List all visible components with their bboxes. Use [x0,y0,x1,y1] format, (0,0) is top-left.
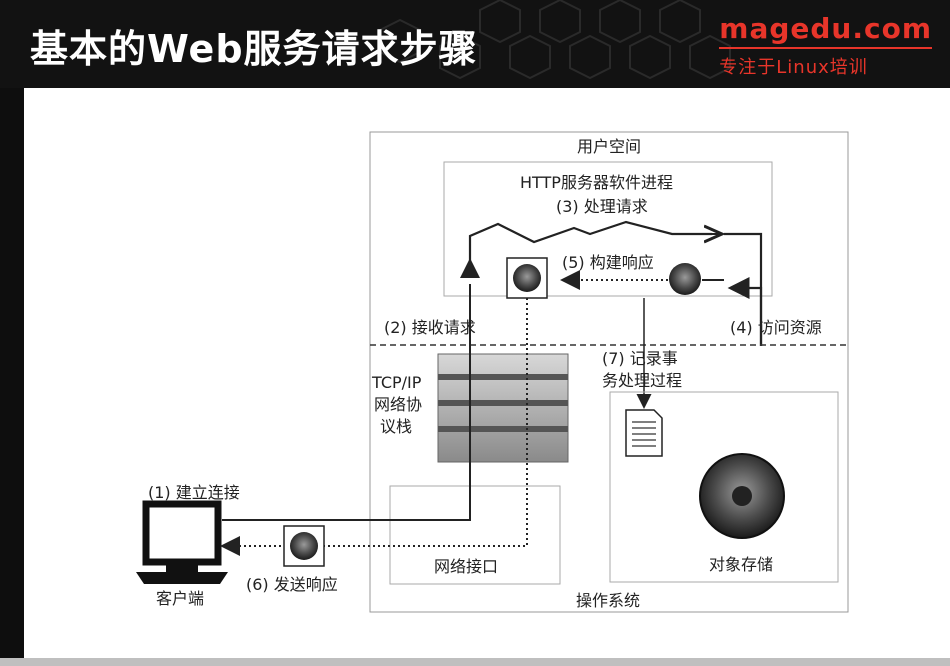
server-outline [369,131,849,613]
user-space-label: 用户空间 [577,137,641,156]
http-process-box [443,161,773,297]
request-path [222,284,471,521]
object-storage-label: 对象存储 [709,555,773,574]
slide-title: 基本的Web服务请求步骤 [30,27,478,71]
resource-gear-icon [669,263,701,295]
step3-label: (3) 处理请求 [556,197,648,216]
step5-label: (5) 构建响应 [562,253,654,272]
tcpip-label-line1: TCP/IP [371,373,422,392]
send-gear-icon [290,532,318,560]
step7-label-line1: (7) 记录事 [602,349,678,368]
step1-label: (1) 建立连接 [148,483,240,502]
log-document-icon [625,409,663,457]
brand-tagline: 专注于Linux培训 [719,57,868,78]
web-request-diagram: 用户空间 HTTP服务器软件进程 (3) 处理请求 (5) 构建响应 (2) 接… [136,131,849,613]
brand-divider [719,47,932,49]
client-label: 客户端 [156,589,204,608]
bottom-strip [0,658,950,666]
brand-logo: magedu.com 专注于Linux培训 [719,12,932,79]
step7-label-line2: 务处理过程 [602,371,682,390]
slide-body: 用户空间 HTTP服务器软件进程 (3) 处理请求 (5) 构建响应 (2) 接… [24,88,950,658]
brand-name: magedu.com [719,12,932,45]
step6-label: (6) 发送响应 [246,575,338,594]
http-process-label: HTTP服务器软件进程 [520,173,673,192]
resource-return-arrow [727,277,763,346]
processing-path [468,220,712,264]
object-storage-box [609,391,839,583]
os-label: 操作系统 [576,591,640,610]
tcpip-label-line3: 议栈 [380,417,412,436]
step2-label: (2) 接收请求 [384,318,476,337]
tcpip-stack [437,353,569,463]
storage-disk-hub [732,486,752,506]
hexagon-pattern [379,0,731,80]
network-interface-box [389,485,561,585]
client-computer-icon [136,500,228,584]
network-interface-label: 网络接口 [434,557,498,576]
slide-header: 基本的Web服务请求步骤 magedu.com 专注于Linux培训 [0,0,950,88]
tcpip-label-line2: 网络协 [374,395,422,414]
response-gear-icon [513,264,541,292]
step4-label: (4) 访问资源 [730,318,822,337]
